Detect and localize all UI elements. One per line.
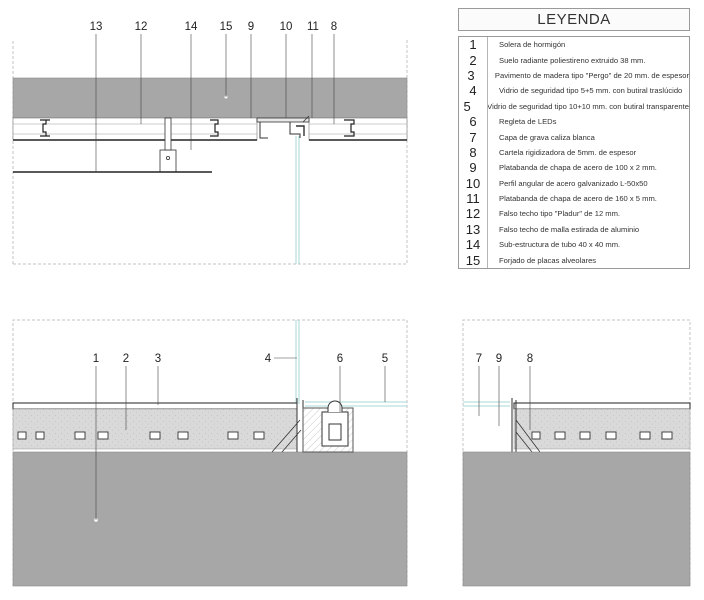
legend-description: Falso techo tipo "Pladur" de 12 mm. bbox=[499, 209, 621, 219]
legend-row: 11 Platabanda de chapa de acero de 160 x … bbox=[459, 191, 689, 206]
legend-description: Pavimento de madera tipo "Pergo" de 20 m… bbox=[494, 70, 689, 80]
callout-label: 7 bbox=[476, 353, 482, 365]
detail-top: 13 12 14 15 9 10 11 8 bbox=[12, 21, 408, 265]
callout-label: 10 bbox=[280, 21, 293, 33]
callout-label: 3 bbox=[155, 353, 161, 365]
legend-title: LEYENDA bbox=[458, 8, 690, 31]
legend-description: Perfil angular de acero galvanizado L-50… bbox=[499, 178, 648, 188]
legend-row: 14 Sub-estructura de tubo 40 x 40 mm. bbox=[459, 237, 689, 252]
legend-row: 5 Vidrio de seguridad tipo 10+10 mm. con … bbox=[459, 99, 689, 114]
legend-description: Platabanda de chapa de acero de 100 x 2 … bbox=[499, 163, 657, 173]
legend-row: 4 Vidrio de seguridad tipo 5+5 mm. con bu… bbox=[459, 83, 689, 98]
legend-row: 9 Platabanda de chapa de acero de 100 x 2… bbox=[459, 160, 689, 175]
legend-number: 4 bbox=[469, 83, 477, 99]
legend-row: 15 Forjado de placas alveolares bbox=[459, 252, 689, 268]
callout-label: 12 bbox=[135, 21, 148, 33]
legend-number: 15 bbox=[465, 252, 481, 268]
legend-description: Solera de hormigón bbox=[499, 40, 566, 50]
legend-number: 13 bbox=[465, 221, 481, 237]
legend-description: Vidrio de seguridad tipo 10+10 mm. con b… bbox=[487, 101, 689, 111]
legend-number: 8 bbox=[469, 144, 477, 160]
legend-row: 13 Falso techo de malla estirada de alumi… bbox=[459, 222, 689, 237]
detail-top-callouts: 13 12 14 15 9 10 11 8 bbox=[90, 21, 338, 33]
legend-number: 7 bbox=[469, 129, 477, 145]
legend-row: 2 Suelo radiante poliestireno extruido 38… bbox=[459, 52, 689, 68]
legend-number: 1 bbox=[469, 37, 477, 53]
legend-description: Vidrio de seguridad tipo 5+5 mm. con but… bbox=[499, 86, 683, 96]
detail-bottom-right: 7 9 8 bbox=[462, 319, 691, 587]
legend-description: Cartela rigidizadora de 5mm. de espesor bbox=[499, 147, 637, 157]
heating-pipes bbox=[17, 431, 265, 440]
legend-description: Capa de grava caliza blanca bbox=[499, 132, 595, 142]
callout-label: 15 bbox=[220, 21, 233, 33]
concrete-slab bbox=[12, 451, 408, 587]
detail-top-frame bbox=[12, 40, 408, 265]
wood-flooring bbox=[12, 402, 298, 410]
legend-description: Regleta de LEDs bbox=[499, 117, 557, 127]
legend-description: Falso techo de malla estirada de alumini… bbox=[499, 224, 640, 234]
led-strip bbox=[321, 400, 349, 447]
legend-description: Sub-estructura de tubo 40 x 40 mm. bbox=[499, 240, 621, 250]
legend-number: 2 bbox=[469, 52, 477, 68]
legend-description: Forjado de placas alveolares bbox=[499, 255, 597, 265]
callout-label: 14 bbox=[185, 21, 198, 33]
radiant-floor-layer bbox=[12, 408, 298, 450]
callout-label: 9 bbox=[496, 353, 502, 365]
callout-label: 8 bbox=[527, 353, 533, 365]
legend-row: 10 Perfil angular de acero galvanizado L-… bbox=[459, 176, 689, 191]
steel-profiles bbox=[40, 119, 355, 137]
concrete-slab-right bbox=[462, 451, 691, 587]
legend-row: 3 Pavimento de madera tipo "Pergo" de 20 … bbox=[459, 68, 689, 83]
legend-description: Suelo radiante poliestireno extruido 38 … bbox=[499, 55, 646, 65]
ceiling-layer-right bbox=[308, 117, 408, 141]
legend-row: 7 Capa de grava caliza blanca bbox=[459, 129, 689, 145]
legend-description: Platabanda de chapa de acero de 160 x 5 … bbox=[499, 194, 657, 204]
callout-label: 8 bbox=[331, 21, 337, 33]
callout-label: 2 bbox=[123, 353, 129, 365]
detail-bottom-left: 1 2 3 4 6 5 bbox=[12, 319, 408, 587]
legend-divider bbox=[487, 37, 488, 268]
wood-flooring-right bbox=[513, 402, 691, 410]
callout-label: 6 bbox=[337, 353, 343, 365]
legend-row: 6 Regleta de LEDs bbox=[459, 114, 689, 129]
legend-number: 3 bbox=[467, 67, 475, 83]
legend-row: 1 Solera de hormigón bbox=[459, 37, 689, 52]
legend-number: 5 bbox=[463, 98, 471, 114]
detail-bottom-left-callouts: 1 2 3 4 6 5 bbox=[93, 353, 388, 365]
legend-number: 11 bbox=[466, 191, 480, 207]
callout-label: 5 bbox=[382, 353, 388, 365]
legend-number: 14 bbox=[465, 237, 481, 253]
callout-label: 9 bbox=[248, 21, 254, 33]
legend-number: 12 bbox=[465, 206, 481, 222]
callout-label: 13 bbox=[90, 21, 103, 33]
legend-number: 6 bbox=[469, 114, 477, 130]
legend-number: 9 bbox=[469, 160, 477, 176]
callout-label: 4 bbox=[265, 353, 272, 365]
legend-number: 10 bbox=[465, 175, 481, 191]
ceiling-layer-left bbox=[12, 117, 258, 141]
detail-bottom-right-callouts: 7 9 8 bbox=[476, 353, 533, 365]
legend-table: 1 Solera de hormigón 2 Suelo radiante polie… bbox=[458, 36, 690, 269]
legend-row: 12 Falso techo tipo "Pladur" de 12 mm. bbox=[459, 206, 689, 221]
steel-edge-detail bbox=[256, 115, 310, 139]
legend-row: 8 Cartela rigidizadora de 5mm. de espesor bbox=[459, 145, 689, 160]
legend-panel: LEYENDA 1 Solera de hormigón 2 Suelo radian… bbox=[458, 8, 690, 269]
hollow-core-slab bbox=[12, 77, 408, 119]
callout-label: 1 bbox=[93, 353, 99, 365]
radiant-floor-right bbox=[513, 408, 691, 450]
callout-label: 11 bbox=[307, 21, 319, 33]
